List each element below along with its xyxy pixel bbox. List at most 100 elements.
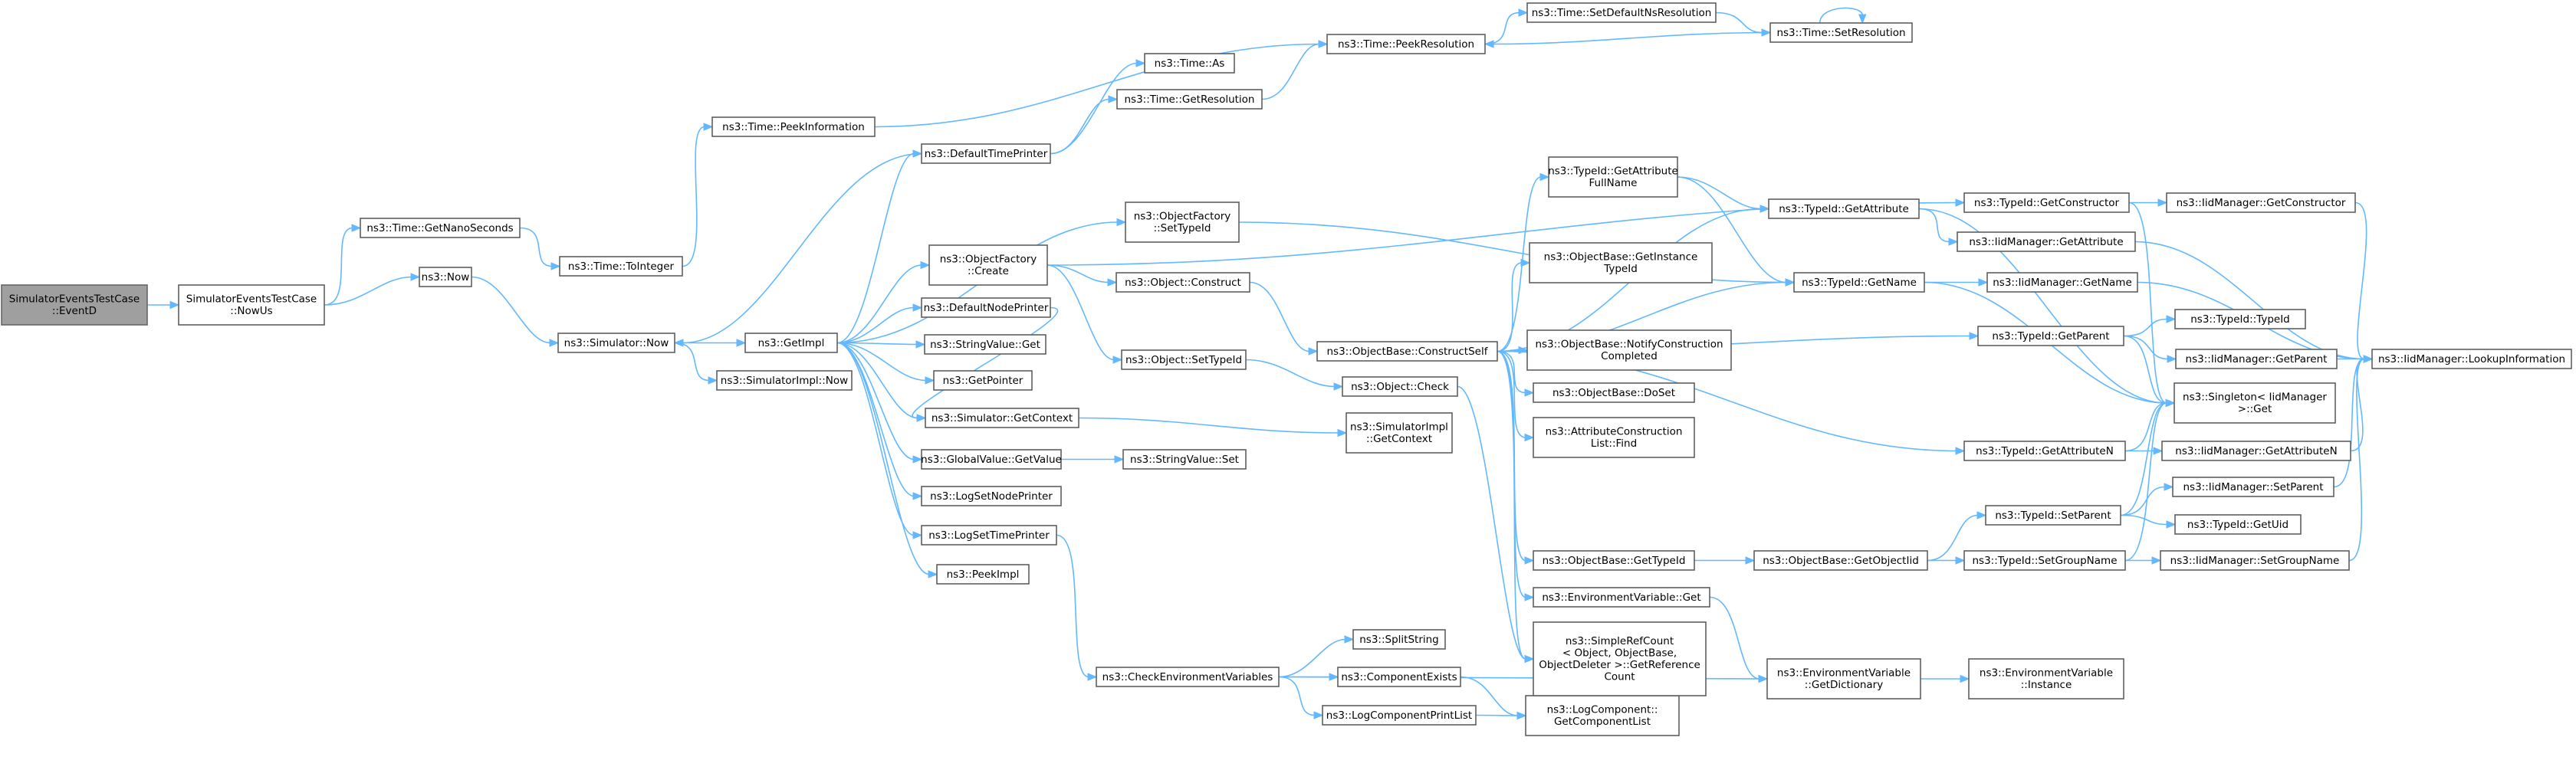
edge-line	[1261, 43, 1320, 100]
edge-tidsetparent-to-iidsetparent	[2120, 483, 2174, 516]
node-constructself[interactable]: ns3::ObjectBase::ConstructSelf	[1316, 341, 1498, 362]
node-box	[178, 284, 325, 326]
node-obdoset[interactable]: ns3::ObjectBase::DoSet	[1533, 382, 1695, 403]
node-logcompgetlist[interactable]: ns3::LogComponent::GetComponentList	[1525, 695, 1680, 736]
edge-arrowhead	[2166, 520, 2177, 529]
node-iidgetctor[interactable]: ns3::IidManager::GetConstructor	[2166, 192, 2356, 213]
node-box	[1793, 272, 1925, 293]
node-box	[1116, 272, 1250, 293]
node-box	[1316, 341, 1498, 362]
edge-arrowhead	[916, 414, 927, 422]
node-now[interactable]: ns3::Now	[419, 267, 472, 287]
node-simgetctx[interactable]: ns3::Simulator::GetContext	[925, 408, 1079, 428]
edge-objfactcreate-to-objconstruct	[1046, 264, 1118, 287]
node-splitstring[interactable]: ns3::SplitString	[1352, 629, 1446, 650]
node-obgettid[interactable]: ns3::ObjectBase::GetTypeId	[1533, 550, 1695, 571]
node-iidgetattr[interactable]: ns3::IidManager::GetAttribute	[1957, 231, 2136, 252]
node-label: ns3::ObjectBase::GetObjectIid	[1763, 555, 1919, 567]
node-timegetres[interactable]: ns3::Time::GetResolution	[1116, 89, 1263, 110]
edge-getimpl-to-defnodeprinter	[836, 303, 923, 344]
edge-arrowhead	[1960, 674, 1970, 683]
node-getnano[interactable]: ns3::Time::GetNanoSeconds	[360, 218, 521, 238]
node-iidgetattrn[interactable]: ns3::IidManager::GetAttributeN	[2161, 441, 2351, 461]
node-label: ::Create	[968, 265, 1009, 277]
node-tidtypeid[interactable]: ns3::TypeId::TypeId	[2174, 309, 2306, 329]
node-logcomplist[interactable]: ns3::LogComponentPrintList	[1322, 705, 1477, 726]
node-iidsetparent[interactable]: ns3::IidManager::SetParent	[2172, 477, 2334, 497]
node-getpointer[interactable]: ns3::GetPointer	[933, 370, 1033, 391]
node-getimpl[interactable]: ns3::GetImpl	[744, 333, 838, 353]
node-box	[921, 297, 1051, 318]
edge-globalget-to-strvalset	[1060, 455, 1125, 464]
node-box	[1963, 441, 2126, 461]
node-simimplctx[interactable]: ns3::SimulatorImpl::GetContext	[1346, 412, 1453, 454]
node-tidsetparent[interactable]: ns3::TypeId::SetParent	[1985, 505, 2121, 526]
node-envinstance[interactable]: ns3::EnvironmentVariable::Instance	[1968, 658, 2124, 700]
edge-tidsetparent-to-tidgetuid	[2120, 514, 2177, 529]
node-envget[interactable]: ns3::EnvironmentVariable::Get	[1533, 587, 1710, 608]
node-peekinfo[interactable]: ns3::Time::PeekInformation	[711, 116, 876, 137]
node-tidgetparent[interactable]: ns3::TypeId::GetParent	[1977, 326, 2124, 346]
edge-constructself-to-attrconstfind	[1497, 350, 1535, 442]
node-objfactcreate[interactable]: ns3::ObjectFactory::Create	[928, 244, 1048, 286]
node-label: ns3::Singleton< IidManager	[2183, 392, 2327, 404]
node-peekres[interactable]: ns3::Time::PeekResolution	[1326, 34, 1486, 54]
node-root[interactable]: SimulatorEventsTestCase::EventD	[1, 284, 148, 326]
node-timeas[interactable]: ns3::Time::As	[1144, 53, 1235, 74]
node-defnodeprinter[interactable]: ns3::DefaultNodePrinter	[921, 297, 1051, 318]
node-label: ns3::Time::SetDefaultNsResolution	[1532, 7, 1712, 19]
edge-arrowhead	[1955, 556, 1966, 565]
node-deftimeprinter[interactable]: ns3::DefaultTimePrinter	[921, 143, 1051, 164]
node-logsettime[interactable]: ns3::LogSetTimePrinter	[921, 525, 1057, 546]
node-tidgetattrn[interactable]: ns3::TypeId::GetAttributeN	[1963, 441, 2126, 461]
node-label: ns3::TypeId::SetParent	[1995, 510, 2111, 522]
node-strvalset[interactable]: ns3::StringValue::Set	[1122, 449, 1247, 470]
node-compexists[interactable]: ns3::ComponentExists	[1337, 667, 1461, 687]
node-box	[2174, 514, 2302, 535]
node-tidgetuid[interactable]: ns3::TypeId::GetUid	[2174, 514, 2302, 535]
node-peekimpl[interactable]: ns3::PeekImpl	[936, 564, 1030, 585]
node-obgetobjtid[interactable]: ns3::ObjectBase::GetObjectIid	[1753, 550, 1928, 571]
node-iidgetparent[interactable]: ns3::IidManager::GetParent	[2175, 349, 2338, 369]
node-tointeger[interactable]: ns3::Time::ToInteger	[559, 256, 683, 277]
node-setdefns[interactable]: ns3::Time::SetDefaultNsResolution	[1526, 2, 1717, 23]
node-objconstruct[interactable]: ns3::Object::Construct	[1116, 272, 1250, 293]
node-nowus[interactable]: SimulatorEventsTestCase::NowUs	[178, 284, 325, 326]
edge-line	[1056, 534, 1089, 678]
node-objfactsettid[interactable]: ns3::ObjectFactory::SetTypeId	[1125, 202, 1240, 243]
node-simnow[interactable]: ns3::Simulator::Now	[557, 333, 675, 353]
edge-arrowhead	[1745, 556, 1756, 565]
edge-arrowhead	[2165, 398, 2176, 408]
node-label: ns3::GlobalValue::GetValue	[921, 454, 1062, 466]
node-singletonget[interactable]: ns3::Singleton< IidManager>::Get	[2174, 382, 2336, 424]
node-tidgetctor[interactable]: ns3::TypeId::GetConstructor	[1963, 192, 2130, 213]
node-checkenv[interactable]: ns3::CheckEnvironmentVariables	[1096, 667, 1280, 687]
node-setres[interactable]: ns3::Time::SetResolution	[1769, 22, 1913, 43]
node-strvalget[interactable]: ns3::StringValue::Get	[924, 334, 1046, 355]
node-obnotify[interactable]: ns3::ObjectBase::NotifyConstructionCompl…	[1526, 329, 1732, 371]
edge-line	[1709, 596, 1760, 680]
edge-getimpl-to-peekimpl	[836, 342, 938, 578]
edge-tidgetattrfull-to-tidgetname	[1677, 176, 1796, 287]
node-simplerefcount[interactable]: ns3::SimpleRefCount< Object, ObjectBase,…	[1533, 621, 1707, 696]
node-objcheck[interactable]: ns3::Object::Check	[1342, 376, 1458, 397]
node-objsettid[interactable]: ns3::Object::SetTypeId	[1121, 349, 1247, 370]
node-label: ns3::IidManager::GetAttributeN	[2175, 445, 2337, 457]
edge-iidsetgroup-to-iidlookup	[2348, 355, 2374, 562]
node-logsetnode[interactable]: ns3::LogSetNodePrinter	[921, 486, 1062, 506]
node-label: ns3::TypeId::GetUid	[2187, 519, 2288, 531]
node-simimplnow[interactable]: ns3::SimulatorImpl::Now	[716, 370, 853, 391]
node-globalget[interactable]: ns3::GlobalValue::GetValue	[921, 449, 1062, 470]
edge-simnow-to-simimplnow	[674, 342, 718, 385]
node-iidsetgroup[interactable]: ns3::IidManager::SetGroupName	[2160, 550, 2350, 571]
node-tidgetattr[interactable]: ns3::TypeId::GetAttribute	[1768, 198, 1920, 219]
node-tidgetname[interactable]: ns3::TypeId::GetName	[1793, 272, 1925, 293]
node-envgetdict[interactable]: ns3::EnvironmentVariable::GetDictionary	[1766, 658, 1921, 700]
node-iidlookup[interactable]: ns3::IidManager::LookupInformation	[2371, 349, 2572, 369]
node-tidsetgroup[interactable]: ns3::TypeId::SetGroupName	[1963, 550, 2126, 571]
node-iidgetname[interactable]: ns3::IidManager::GetName	[1986, 272, 2138, 293]
edge-arrowhead	[2164, 483, 2174, 491]
